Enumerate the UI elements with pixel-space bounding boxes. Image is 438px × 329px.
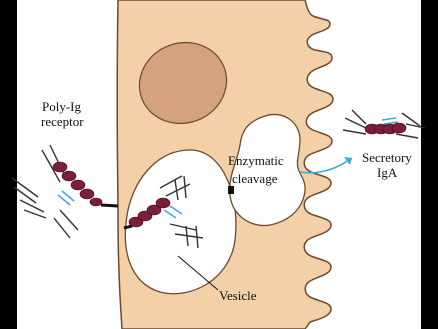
vesicle-label: Vesicle [219,288,257,303]
secretory-iga [343,110,425,138]
secretory-component-beads [365,123,406,134]
enzymatic-cleavage-label-line2: cleavage [232,171,278,186]
poly-ig-receptor-label-line2: receptor [41,114,84,129]
poly-ig-receptor-label-line1: Poly-Ig [42,99,82,114]
secretory-iga-label-line2: IgA [377,165,398,180]
receptor-beads-left [53,162,102,206]
enzymatic-cleavage-label-line1: Enzymatic [228,153,284,168]
cleavage-site [228,186,234,194]
secretory-iga-label-line1: Secretory [362,150,412,165]
basolateral-receptor-complex [12,145,118,238]
release-arrowhead [344,157,352,165]
